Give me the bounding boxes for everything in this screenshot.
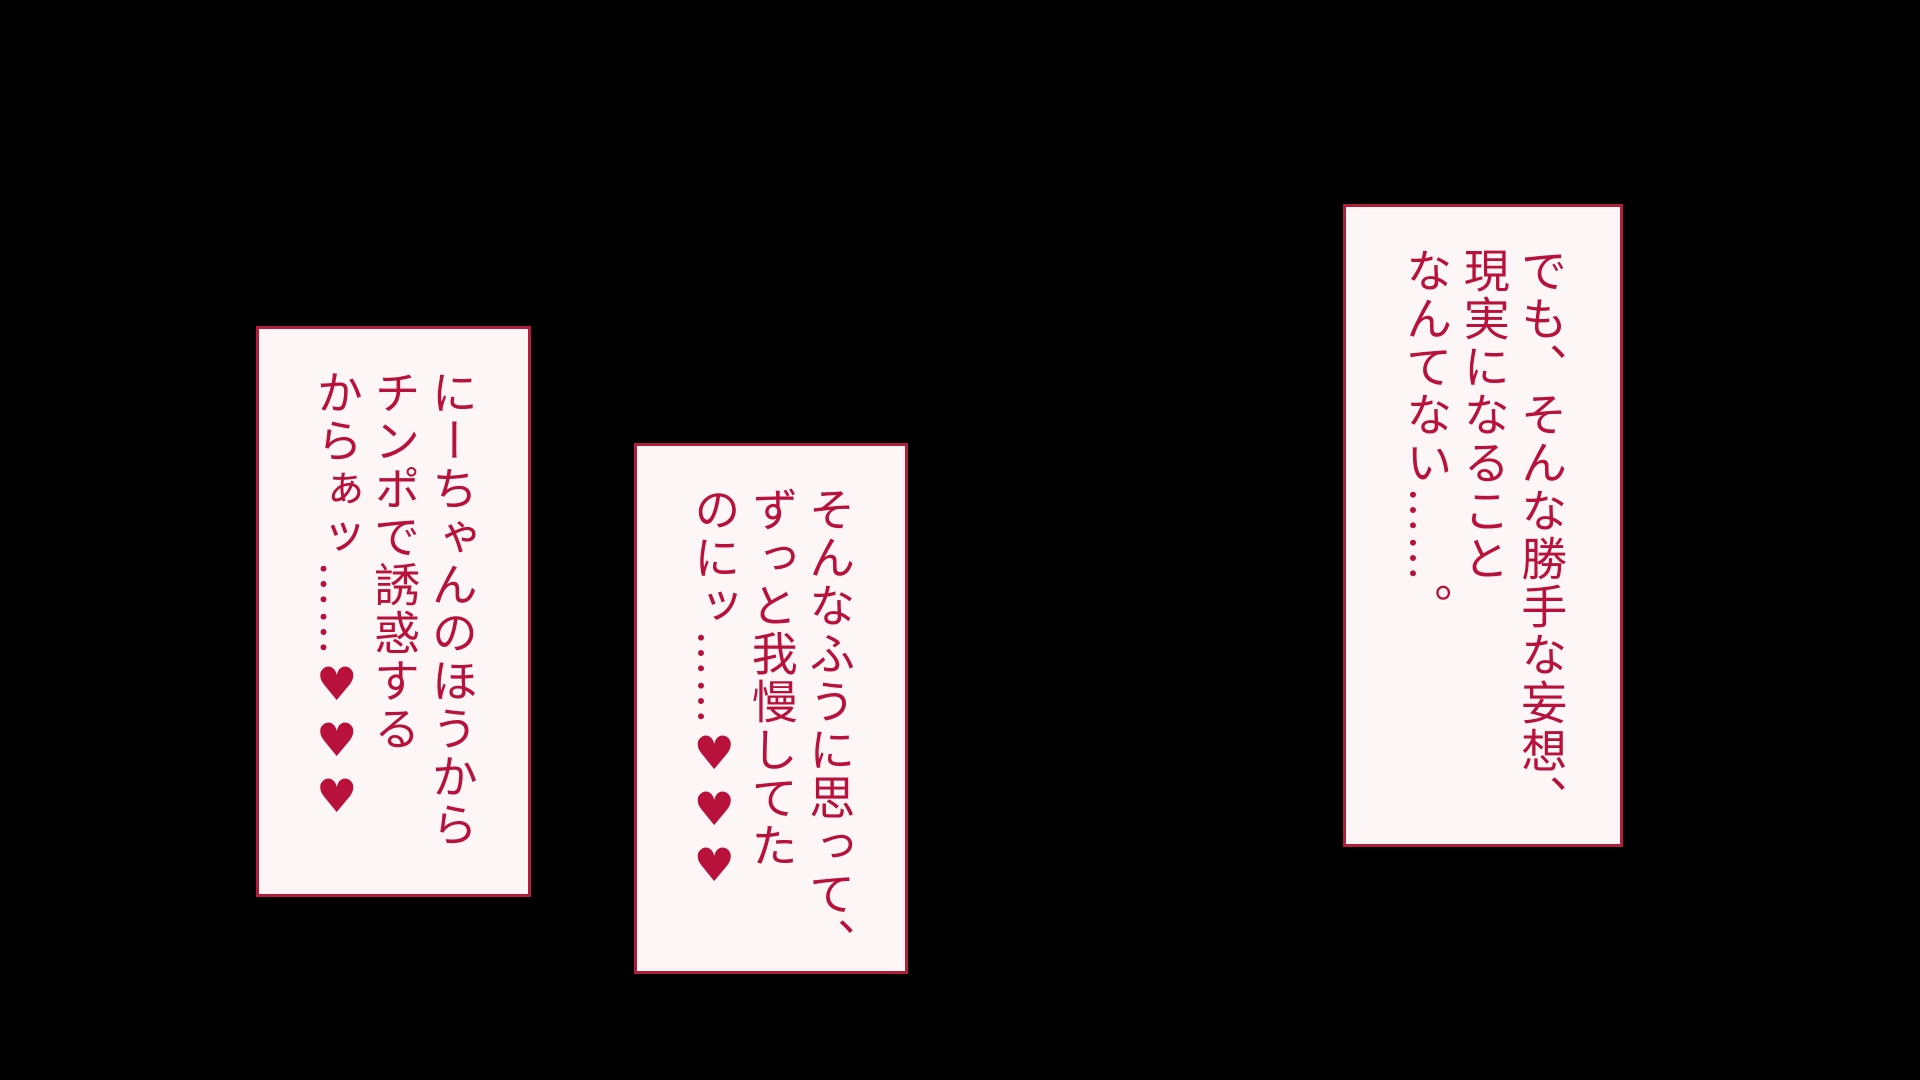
dialogue-text-middle: そんなふうに思って、 ずっと我慢してた のにッ……♥♥♥ bbox=[687, 486, 857, 966]
dialogue-box-right: でも、そんな勝手な妄想、 現実になること なんてない……。 bbox=[1343, 204, 1623, 847]
dialogue-text-right: でも、そんな勝手な妄想、 現実になること なんてない……。 bbox=[1399, 247, 1569, 823]
dialogue-box-middle: そんなふうに思って、 ずっと我慢してた のにッ……♥♥♥ bbox=[634, 443, 908, 974]
dialogue-box-left: にーちゃんのほうから チンポで誘惑する からぁッ……♥♥♥ bbox=[256, 326, 531, 897]
dialogue-text-left: にーちゃんのほうから チンポで誘惑する からぁッ……♥♥♥ bbox=[309, 369, 479, 849]
